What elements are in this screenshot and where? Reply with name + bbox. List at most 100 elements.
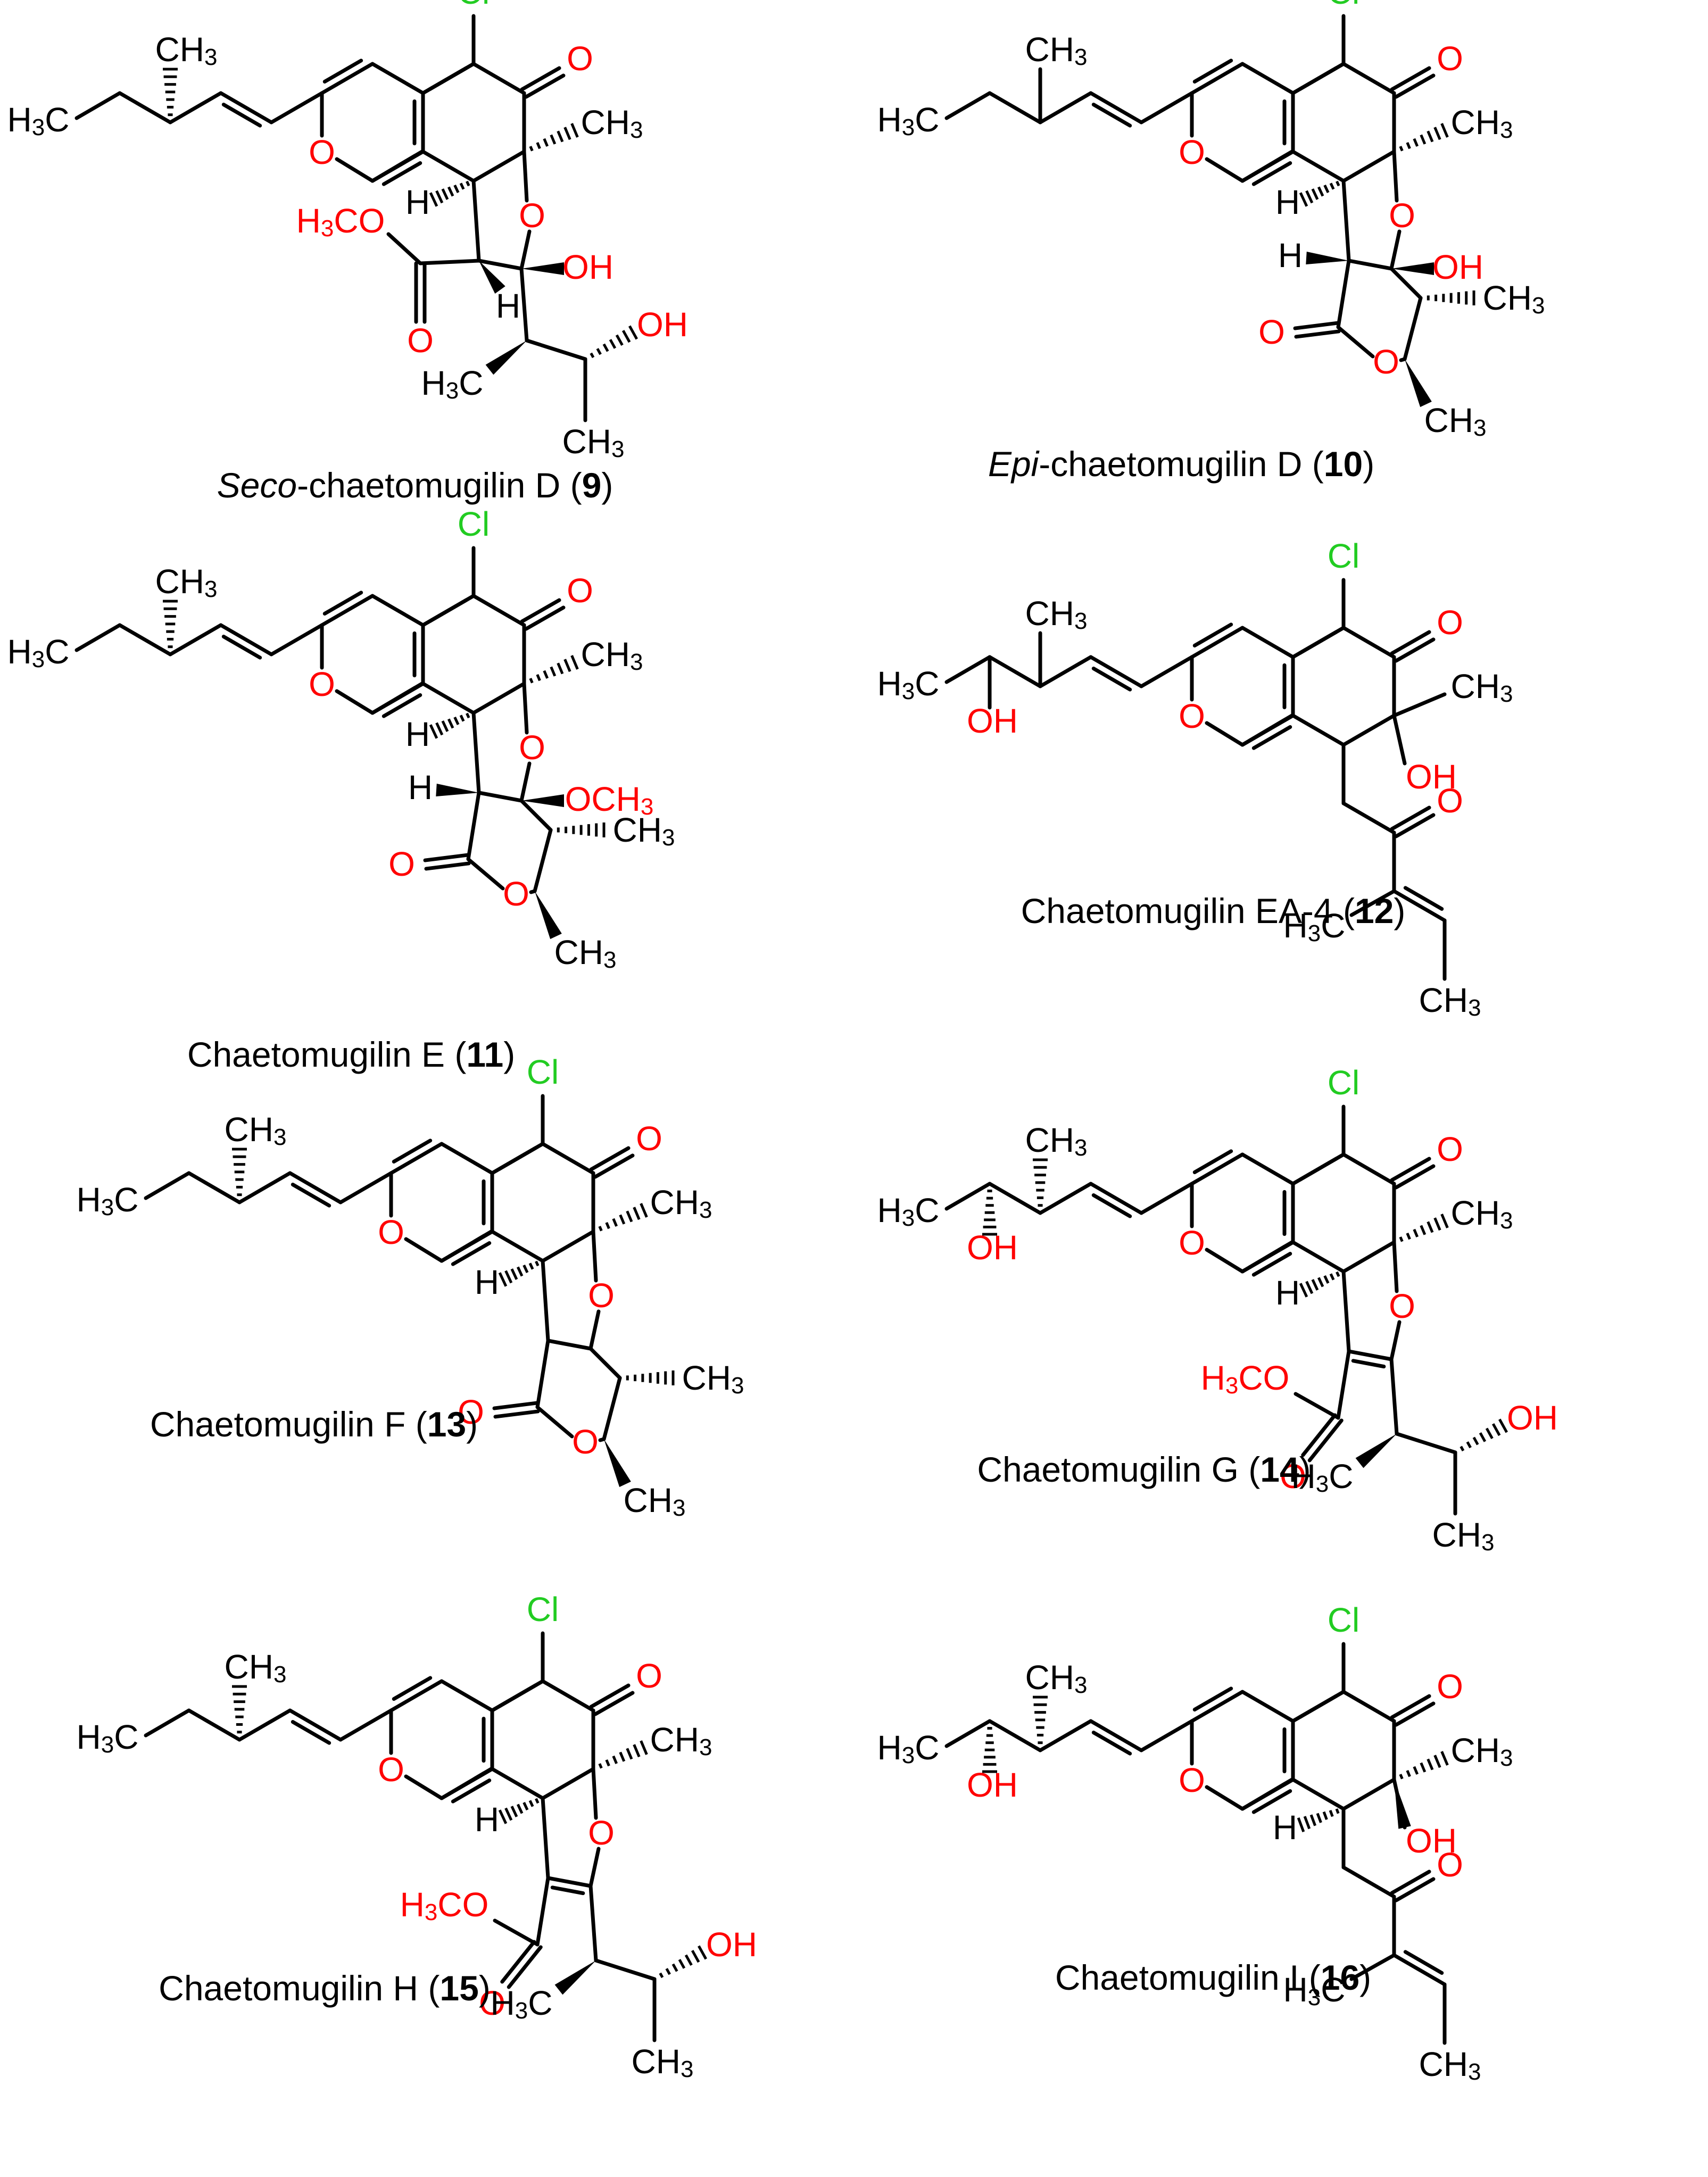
bond (219, 91, 273, 124)
bond (541, 1142, 595, 1175)
bond (1336, 1349, 1351, 1420)
atom-label-o: O (1437, 1130, 1463, 1168)
bond (535, 1876, 550, 1947)
atom-label-h3c: H3C (77, 1181, 139, 1220)
atom-label-ch3: CH3 (632, 2042, 694, 2082)
atom-label-ch3: CH3 (1451, 1731, 1513, 1771)
bond (492, 1401, 539, 1410)
hashed-bond (1033, 1158, 1048, 1207)
bond (1341, 626, 1396, 659)
bond (588, 1309, 601, 1351)
bond (1394, 1164, 1436, 1190)
bond (382, 693, 422, 718)
bond (1336, 325, 1375, 359)
bond (1403, 886, 1444, 911)
hashed-bond (598, 1203, 648, 1232)
hashed-bond (1427, 290, 1475, 305)
wedge-bond (554, 1960, 596, 1995)
hashed-bond (1399, 1214, 1449, 1242)
bond (1192, 622, 1233, 647)
structure-9: H3CCH3OClOCH3OHHOHOH3COH3COHCH3Seco-chae… (7, 0, 688, 505)
bond (1395, 1432, 1457, 1455)
atom-label-h3c: H3C (77, 1718, 139, 1758)
hashed-bond (626, 1370, 675, 1385)
atom-label-h3co: H3CO (400, 1885, 489, 1925)
bond (118, 623, 172, 657)
bond (1389, 267, 1423, 300)
bond (424, 861, 471, 871)
bond (1349, 889, 1396, 917)
bond (1139, 1719, 1194, 1752)
bond (1091, 103, 1132, 128)
atom-label-o: O (1373, 343, 1399, 381)
hashed-bond (1399, 1751, 1449, 1780)
bond (144, 1171, 191, 1200)
bond (1139, 91, 1194, 124)
bond (421, 682, 476, 715)
atom-label-h3c: H3C (877, 1191, 940, 1231)
wedge-bond (485, 340, 527, 375)
bond (1392, 149, 1399, 203)
atom-label-h3c: H3C (491, 1984, 553, 2024)
bond (1298, 1157, 1339, 1182)
bond (1038, 1719, 1093, 1752)
atom-label-o: O (1389, 196, 1415, 235)
bond (1403, 1950, 1444, 1975)
atom-label-ch3: CH3 (225, 1110, 287, 1150)
bond (440, 1229, 494, 1263)
atom-label-ch3: CH3 (1025, 1658, 1088, 1698)
bond (428, 66, 469, 91)
bond (471, 594, 526, 627)
bond (1394, 637, 1436, 663)
atom-label-ch3: CH3 (1451, 103, 1513, 143)
atom-label-o: O (1437, 1667, 1463, 1706)
atom-label-o: O (519, 728, 545, 767)
atom-label-h3c: H3C (1291, 1457, 1354, 1497)
compound-caption: Chaetomugilin EA-4 (12) (1021, 891, 1406, 930)
caption-group: Chaetomugilin I (16) (1055, 1958, 1371, 1997)
bond (1403, 296, 1423, 361)
hashed-bond (163, 600, 178, 649)
bond (589, 1146, 631, 1171)
atom-label-h: H (405, 715, 430, 753)
bond (589, 1683, 631, 1709)
atom-label-cl: Cl (1328, 1601, 1359, 1639)
atom-label-ch3: CH3 (624, 1481, 686, 1521)
bond (588, 1847, 601, 1888)
structure-10: H3CCH3OClOCH3OHOOCH3CH3HOHEpi-chaetomugi… (877, 0, 1545, 484)
atom-label-h: H (405, 183, 430, 221)
bond (291, 1720, 331, 1745)
caption-group: Chaetomugilin F (13) (150, 1405, 478, 1444)
atom-label-oh: OH (562, 248, 613, 286)
bond (535, 1339, 550, 1409)
bond (541, 1796, 550, 1880)
bond (1341, 179, 1351, 263)
atom-label-h3c: H3C (1283, 1971, 1346, 2010)
bond (423, 853, 470, 862)
atom-label-ch3: CH3 (682, 1359, 744, 1399)
bond (988, 1719, 1042, 1752)
bond (466, 791, 481, 861)
atom-label-cl: Cl (458, 505, 490, 543)
atom-label-ch3: CH3 (581, 635, 643, 675)
compound-caption: Chaetomugilin H (15) (159, 1968, 491, 2008)
bond (1294, 329, 1341, 339)
atom-label-h: H (408, 768, 433, 807)
bond (1089, 1719, 1143, 1752)
atom-label-h3c: H3C (7, 101, 70, 140)
bond (1205, 721, 1245, 747)
bond (541, 1229, 595, 1263)
atom-label-cl: Cl (458, 0, 490, 11)
bond (1139, 1182, 1194, 1215)
bond (237, 1708, 292, 1742)
wedge-bond (436, 784, 479, 796)
atom-label-cl: Cl (527, 1590, 559, 1628)
atom-label-o: O (479, 1984, 505, 2022)
bond (1392, 713, 1407, 766)
bond (471, 711, 481, 795)
bond (493, 1918, 540, 1947)
bond (1190, 626, 1245, 659)
bond (1298, 1694, 1339, 1719)
bond (338, 1171, 393, 1204)
bond (944, 655, 992, 684)
